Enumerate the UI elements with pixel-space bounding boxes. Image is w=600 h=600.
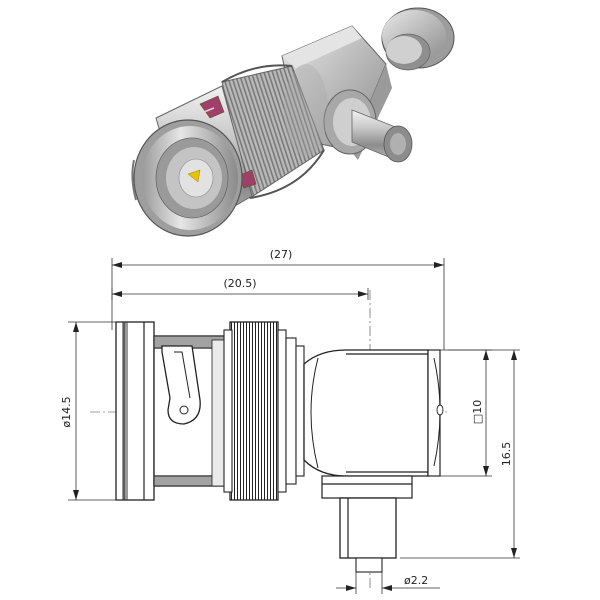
bayonet-flange (115, 321, 155, 501)
dim-square-body: □10 (430, 349, 492, 477)
dim-body-diameter: ø14.5 (60, 321, 122, 501)
dim-body-length: (20.5) (111, 277, 369, 300)
dim-overall-length: (27) (111, 248, 445, 350)
square-body-label: □10 (471, 400, 484, 424)
dim-height: 16.5 (400, 349, 520, 559)
body-length-label: (20.5) (223, 277, 256, 290)
technical-drawing: (27) (20.5) ø14.5 □10 (60, 248, 520, 594)
connector-3d-render (131, 7, 455, 237)
dust-cap (381, 7, 455, 71)
height-label: 16.5 (500, 442, 513, 467)
connector-front-face (131, 119, 243, 237)
overall-length-label: (27) (270, 248, 293, 261)
pin-tube (339, 497, 397, 573)
sleeve-body (153, 335, 231, 487)
angle-housing (303, 349, 444, 499)
body-diameter-label: ø14.5 (60, 396, 73, 427)
center-pin (187, 169, 201, 183)
dim-pin-diameter: ø2.2 (336, 572, 440, 594)
knurled-nut (223, 321, 305, 501)
pin-diameter-label: ø2.2 (404, 574, 428, 587)
